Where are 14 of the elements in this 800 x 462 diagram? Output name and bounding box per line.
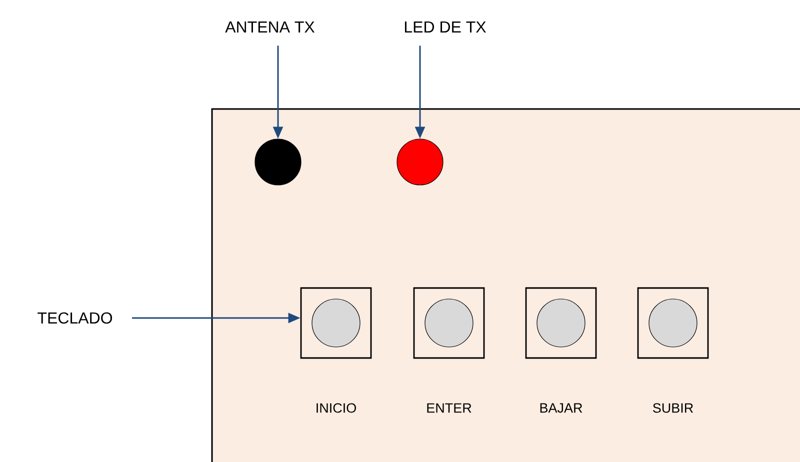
callout-label: LED DE TX [404,22,486,32]
callout-label: TECLADO [38,312,112,324]
push-button [637,287,709,359]
callout-label: ANTENA TX [225,22,315,32]
button-label: BAJAR [540,403,582,413]
led-light [396,138,444,186]
button-label: SUBIR [652,403,693,413]
push-button [525,287,597,359]
push-button [413,287,485,359]
push-button [300,287,372,359]
button-label: INICIO [316,403,356,413]
antenna-jack [254,138,302,186]
button-label: ENTER [427,403,472,413]
device-panel [211,108,800,462]
